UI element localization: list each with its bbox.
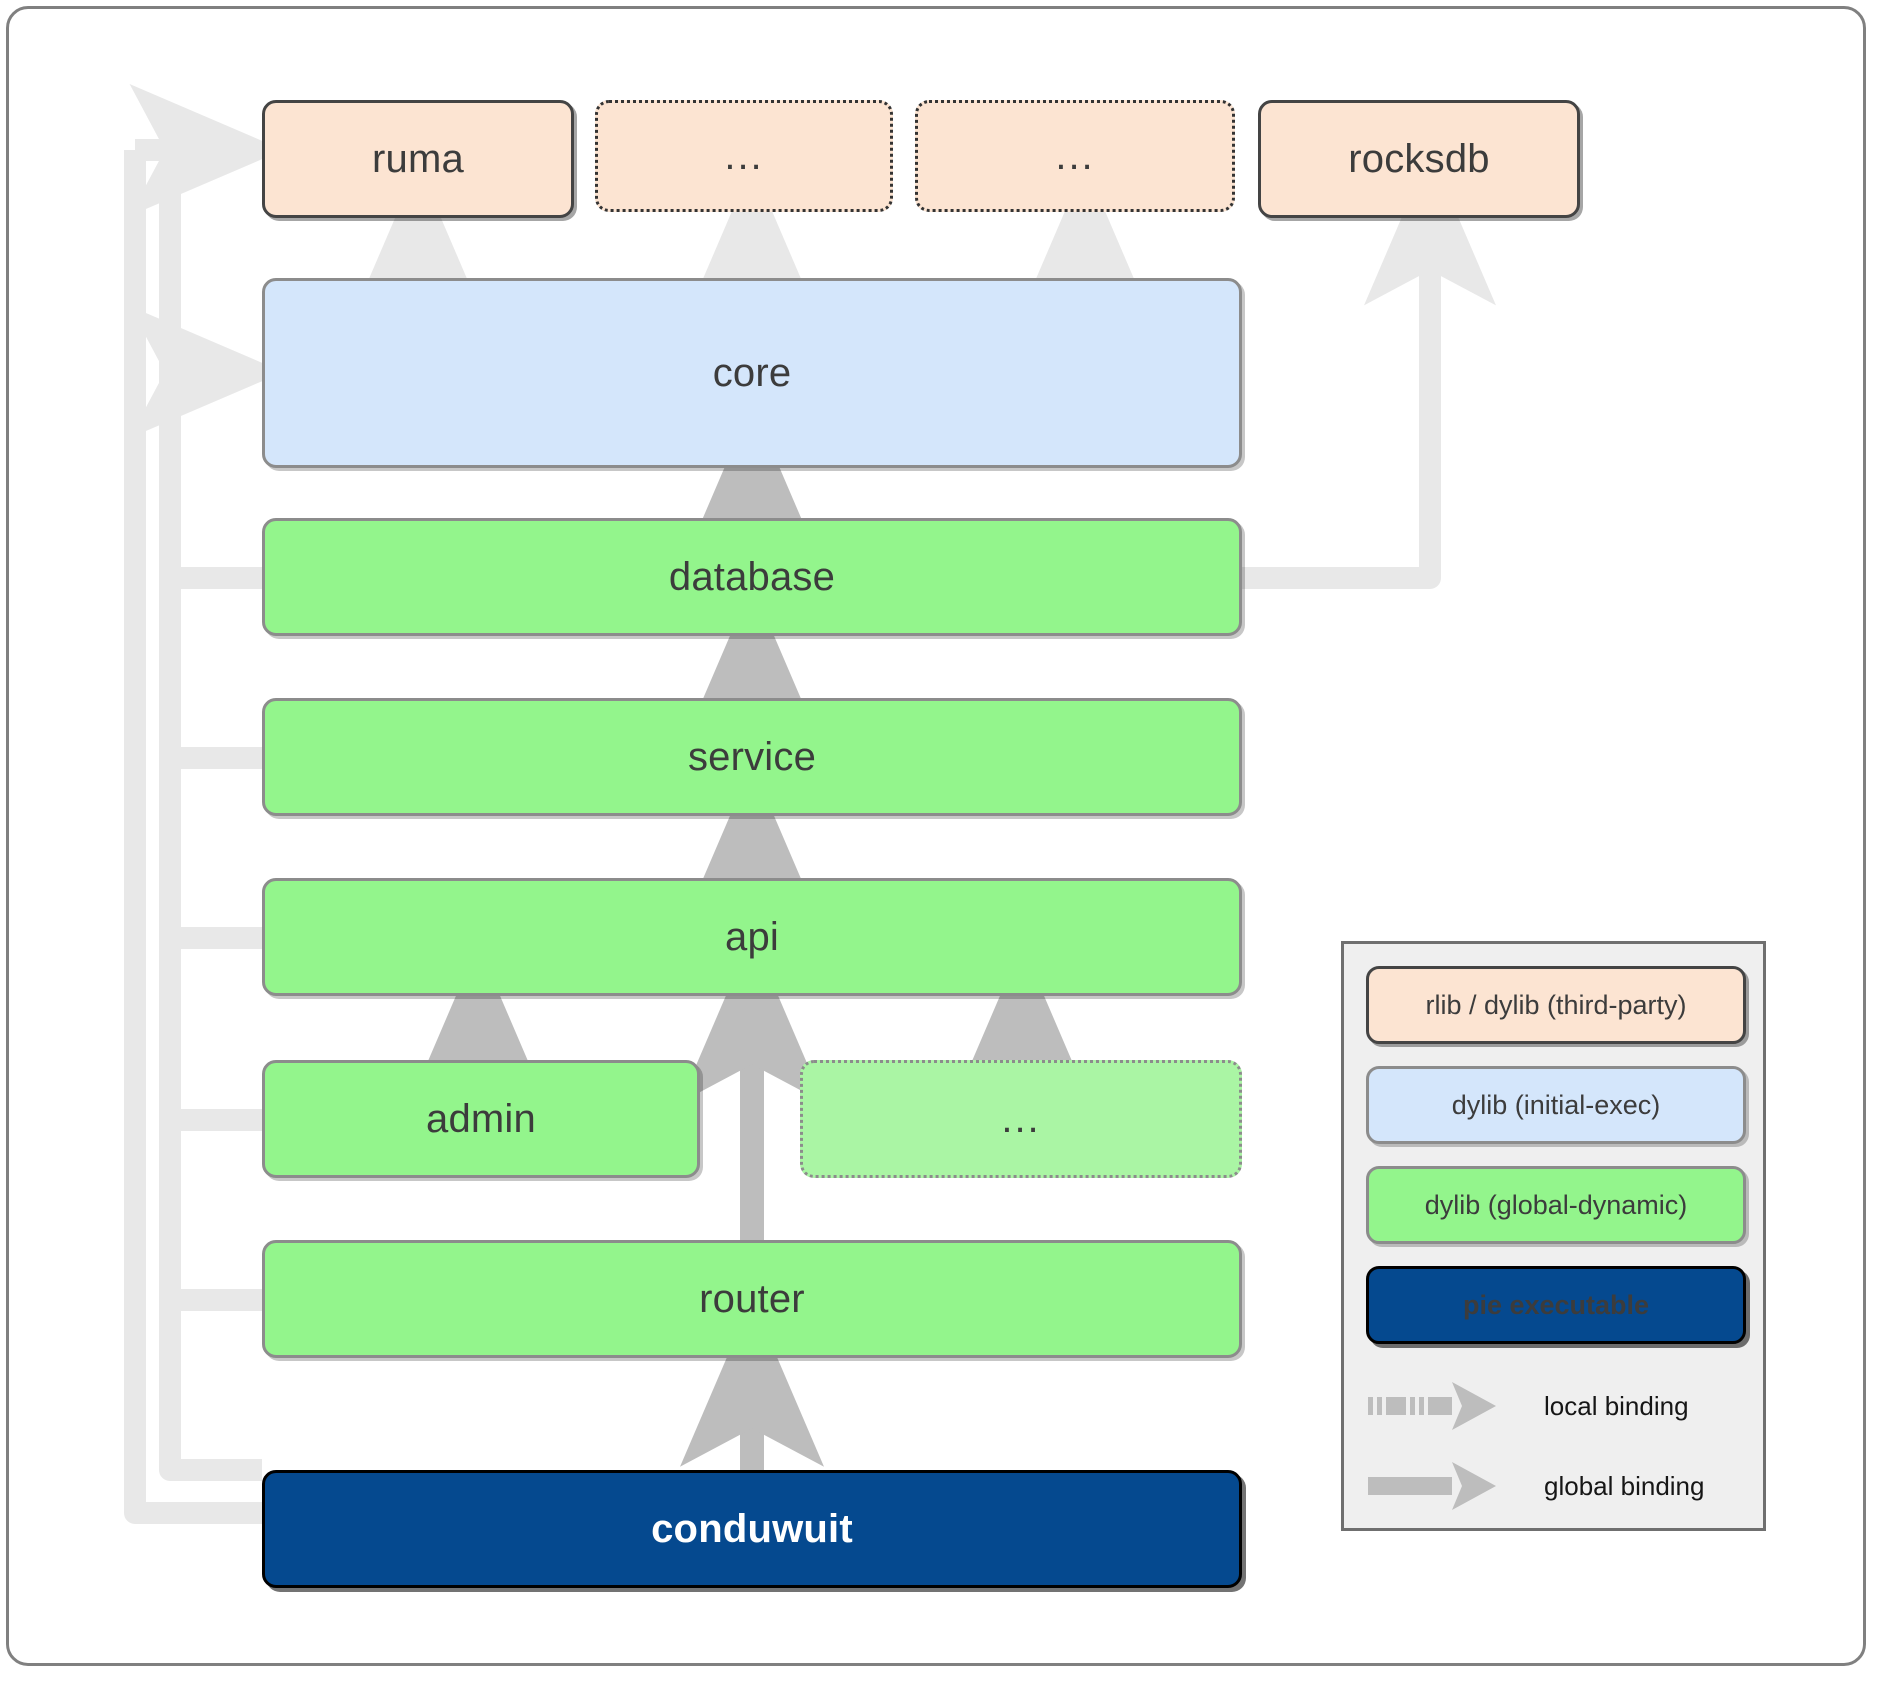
node-conduwuit-label: conduwuit <box>651 1506 853 1551</box>
node-ruma[interactable]: ruma <box>262 100 574 218</box>
node-core[interactable]: core <box>262 278 1242 468</box>
node-ellipsis-top-1-label: ... <box>724 133 764 178</box>
legend-binding-global-label: global binding <box>1544 1470 1705 1501</box>
node-ellipsis-top-2[interactable]: ... <box>915 100 1235 212</box>
legend-swatch-initial-exec-label: dylib (initial-exec) <box>1451 1089 1661 1120</box>
node-ellipsis-top-1[interactable]: ... <box>595 100 893 212</box>
legend-swatch-global-dynamic-label: dylib (global-dynamic) <box>1424 1189 1688 1220</box>
legend-swatch-global-dynamic: dylib (global-dynamic) <box>1366 1166 1746 1244</box>
legend-binding-local: local binding <box>1366 1376 1748 1436</box>
node-api[interactable]: api <box>262 878 1242 996</box>
node-admin[interactable]: admin <box>262 1060 700 1178</box>
node-ellipsis-mid[interactable]: ... <box>800 1060 1242 1178</box>
node-conduwuit[interactable]: conduwuit <box>262 1470 1242 1588</box>
local-binding-arrow-icon <box>1368 1382 1496 1430</box>
node-rocksdb[interactable]: rocksdb <box>1258 100 1580 218</box>
legend-swatch-pie-executable-label: pie executable <box>1462 1289 1650 1320</box>
node-admin-label: admin <box>426 1096 536 1141</box>
legend-swatch-initial-exec: dylib (initial-exec) <box>1366 1066 1746 1144</box>
node-rocksdb-label: rocksdb <box>1348 136 1490 181</box>
legend-binding-local-label: local binding <box>1544 1390 1689 1421</box>
node-service-label: service <box>687 734 817 779</box>
node-router-label: router <box>699 1276 805 1321</box>
legend-swatch-pie-executable: pie executable <box>1366 1266 1746 1344</box>
diagram-frame <box>6 6 1866 1666</box>
node-database[interactable]: database <box>262 518 1242 636</box>
node-ruma-label: ruma <box>372 136 464 181</box>
node-ellipsis-mid-label: ... <box>1001 1096 1041 1141</box>
global-binding-arrow-icon <box>1368 1462 1496 1510</box>
legend-swatch-third-party-label: rlib / dylib (third-party) <box>1425 989 1687 1020</box>
node-service[interactable]: service <box>262 698 1242 816</box>
legend-swatch-third-party: rlib / dylib (third-party) <box>1366 966 1746 1044</box>
node-database-label: database <box>668 554 836 599</box>
node-router[interactable]: router <box>262 1240 1242 1358</box>
node-api-label: api <box>725 914 779 959</box>
node-core-label: core <box>712 350 792 395</box>
legend-binding-global: global binding <box>1366 1456 1748 1516</box>
legend-panel: rlib / dylib (third-party) dylib (initia… <box>1341 941 1766 1531</box>
node-ellipsis-top-2-label: ... <box>1055 133 1095 178</box>
